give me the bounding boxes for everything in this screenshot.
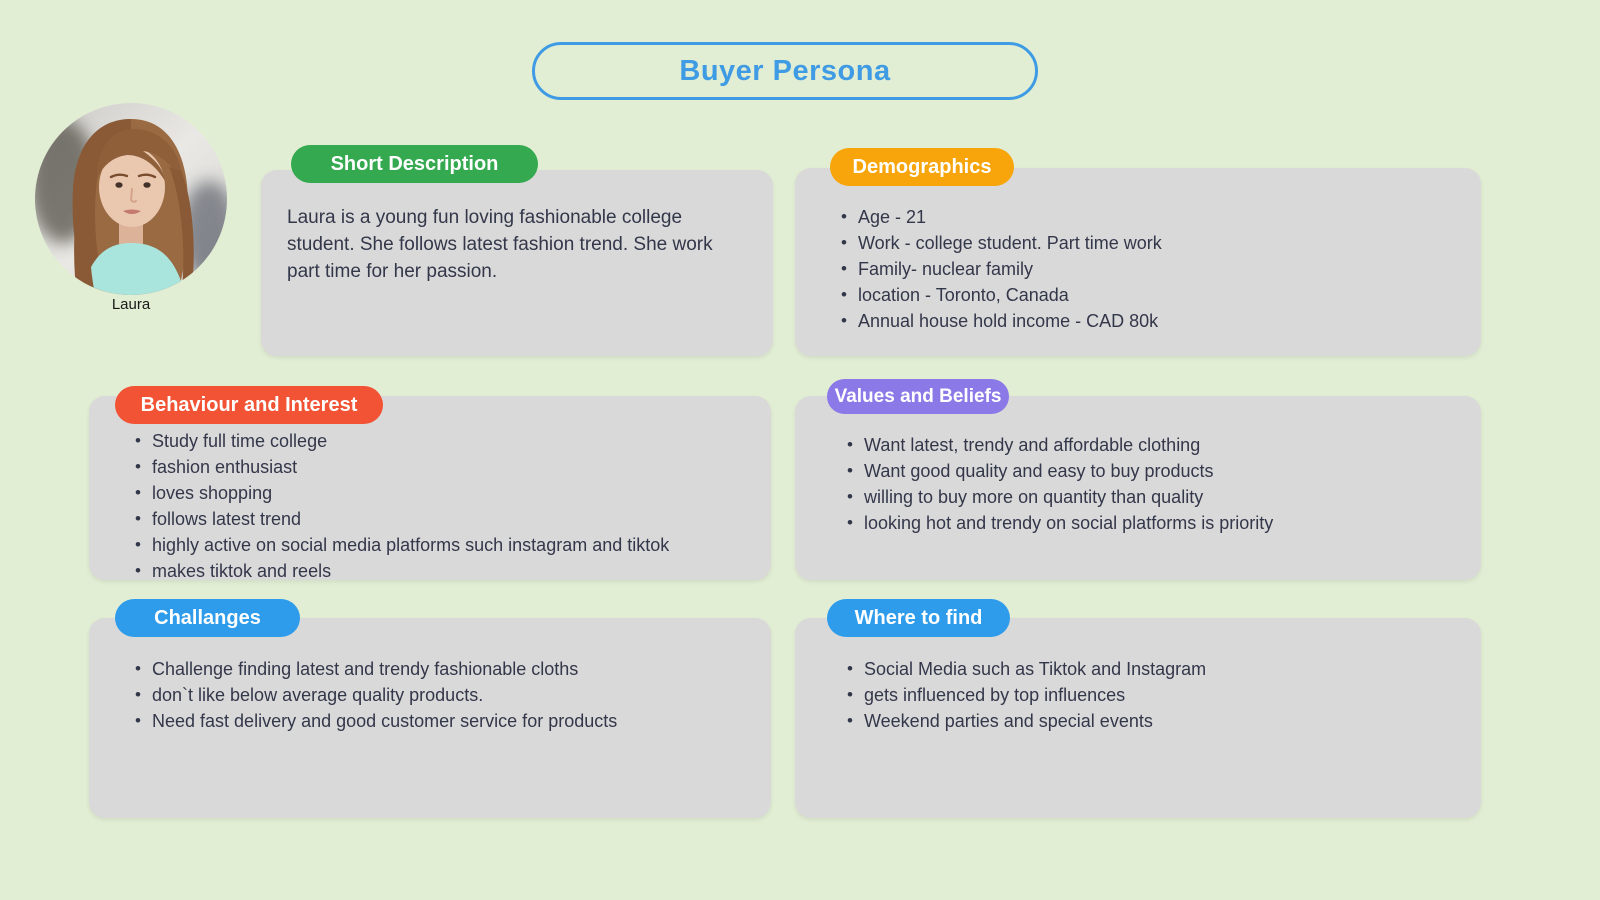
- list-item: Study full time college: [135, 428, 751, 454]
- challanges-list: Challenge finding latest and trendy fash…: [89, 618, 771, 734]
- list-item: makes tiktok and reels: [135, 558, 751, 584]
- card-values-and-beliefs: Values and Beliefs Want latest, trendy a…: [795, 379, 1481, 580]
- section-pill-values-and-beliefs: Values and Beliefs: [827, 379, 1009, 414]
- persona-portrait-illustration: [35, 103, 227, 295]
- persona-name: Laura: [111, 296, 151, 313]
- section-pill-short-description: Short Description: [291, 145, 538, 183]
- list-item: location - Toronto, Canada: [841, 282, 1461, 308]
- list-item: fashion enthusiast: [135, 454, 751, 480]
- section-pill-demographics: Demographics: [830, 148, 1014, 186]
- list-item: Want latest, trendy and affordable cloth…: [847, 432, 1461, 458]
- demographics-list: Age - 21 Work - college student. Part ti…: [795, 168, 1481, 334]
- list-item: willing to buy more on quantity than qua…: [847, 484, 1461, 510]
- persona-photo: [35, 103, 227, 295]
- list-item: gets influenced by top influences: [847, 682, 1461, 708]
- card-short-description: Short Description Laura is a young fun l…: [261, 145, 773, 356]
- section-pill-where-to-find: Where to find: [827, 599, 1010, 637]
- list-item: Challenge finding latest and trendy fash…: [135, 656, 751, 682]
- list-item: don`t like below average quality product…: [135, 682, 751, 708]
- card-demographics: Demographics Age - 21 Work - college stu…: [795, 148, 1481, 356]
- card-where-to-find: Where to find Social Media such as Tikto…: [795, 599, 1481, 818]
- list-item: looking hot and trendy on social platfor…: [847, 510, 1461, 536]
- list-item: Annual house hold income - CAD 80k: [841, 308, 1461, 334]
- page-title: Buyer Persona: [532, 42, 1038, 100]
- card-behaviour-and-interest: Behaviour and Interest Study full time c…: [89, 386, 771, 584]
- list-item: Need fast delivery and good customer ser…: [135, 708, 751, 734]
- list-item: Age - 21: [841, 204, 1461, 230]
- list-item: Family- nuclear family: [841, 256, 1461, 282]
- section-pill-challanges: Challanges: [115, 599, 300, 637]
- short-description-text: Laura is a young fun loving fashionable …: [287, 207, 713, 282]
- values-list: Want latest, trendy and affordable cloth…: [795, 396, 1481, 536]
- where-to-find-list: Social Media such as Tiktok and Instagra…: [795, 618, 1481, 734]
- list-item: Social Media such as Tiktok and Instagra…: [847, 656, 1461, 682]
- list-item: loves shopping: [135, 480, 751, 506]
- behaviour-list: Study full time college fashion enthusia…: [89, 396, 771, 584]
- card-challanges: Challanges Challenge finding latest and …: [89, 599, 771, 818]
- list-item: Weekend parties and special events: [847, 708, 1461, 734]
- list-item: Want good quality and easy to buy produc…: [847, 458, 1461, 484]
- list-item: follows latest trend: [135, 506, 751, 532]
- list-item: Work - college student. Part time work: [841, 230, 1461, 256]
- section-pill-behaviour-and-interest: Behaviour and Interest: [115, 386, 383, 424]
- list-item: highly active on social media platforms …: [135, 532, 751, 558]
